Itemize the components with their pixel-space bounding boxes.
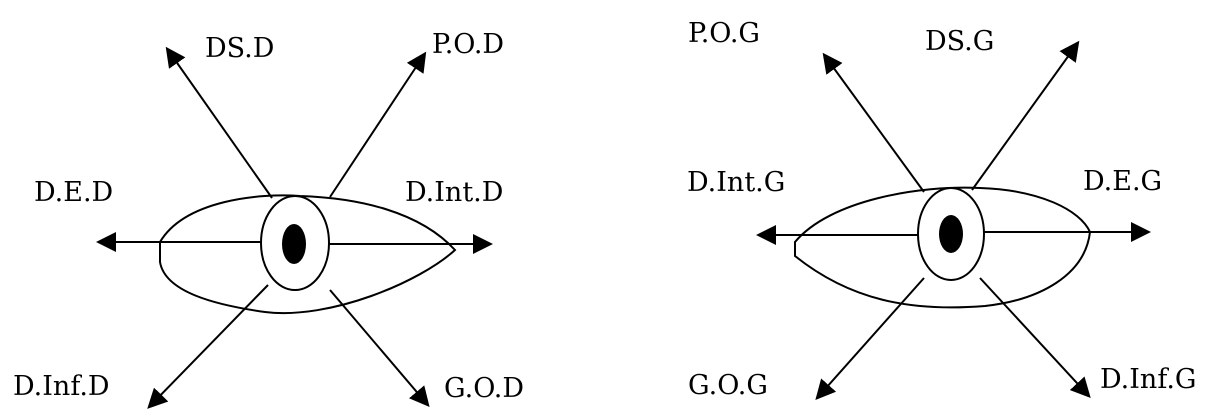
label-de-d: D.E.D (34, 177, 113, 208)
arrow-po-g (822, 52, 925, 193)
arrow-go-d (329, 289, 430, 408)
left-eye-group: P.O.G DS.G D.Int.G D.E.G G.O.G D.Inf.G (687, 18, 1197, 401)
left-eye-pupil (939, 215, 963, 253)
label-go-d: G.O.D (444, 373, 524, 404)
label-dinf-d: D.Inf.D (13, 371, 110, 402)
label-go-g: G.O.G (688, 370, 768, 401)
label-dint-g: D.Int.G (687, 167, 785, 198)
right-eye-outline (159, 194, 457, 315)
arrow-ds-g (971, 40, 1080, 191)
label-ds-g: DS.G (925, 26, 994, 57)
arrow-dinf-g (979, 277, 1091, 398)
right-eye-pupil (282, 224, 306, 264)
label-de-g: D.E.G (1083, 166, 1162, 197)
arrow-dinf-d (147, 284, 269, 409)
label-po-d: P.O.D (432, 29, 504, 60)
label-ds-d: DS.D (205, 33, 274, 64)
label-dint-d: D.Int.D (405, 177, 503, 208)
left-eye-outline (794, 186, 1092, 309)
right-eye-group: DS.D P.O.D D.E.D D.Int.D D.Inf.D G.O.D (13, 29, 524, 409)
label-dinf-g: D.Inf.G (1100, 364, 1197, 395)
arrow-go-g (815, 277, 925, 400)
arrow-ds-d (165, 46, 273, 199)
arrow-po-d (329, 51, 427, 198)
label-po-g: P.O.G (688, 18, 760, 49)
